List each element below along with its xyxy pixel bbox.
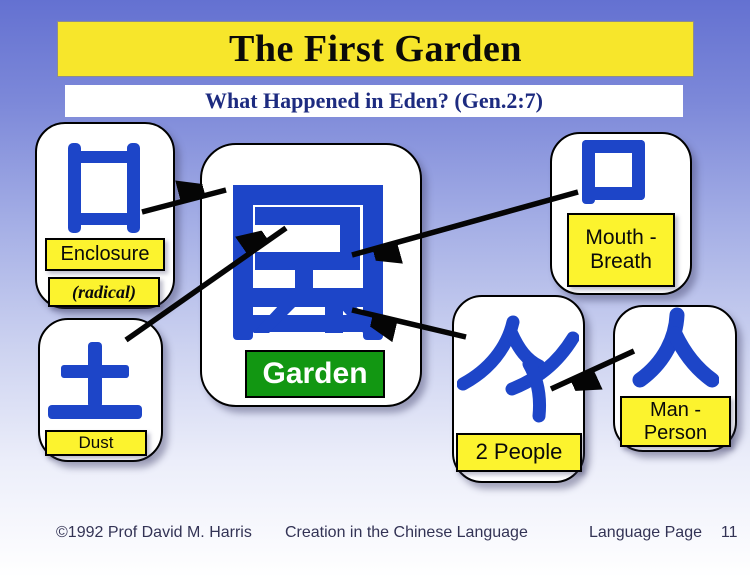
enclosure-radical-label: (radical) (48, 277, 160, 307)
dust-label: Dust (45, 430, 147, 456)
subtitle-banner: What Happened in Eden? (Gen.2:7) (65, 85, 683, 117)
man-label: Man - Person (620, 396, 731, 447)
footer-page-label: Language Page (589, 524, 702, 541)
man-character (632, 307, 719, 388)
two-people-character (457, 315, 579, 423)
two-people-label: 2 People (456, 433, 582, 472)
slide-title: The First Garden (229, 28, 522, 70)
garden-label: Garden (245, 350, 385, 398)
footer-copyright: ©1992 Prof David M. Harris (56, 524, 252, 541)
mouth-character (582, 140, 645, 204)
footer-page-number: 11 (720, 524, 738, 541)
title-banner: The First Garden (57, 21, 694, 77)
enclosure-character (68, 143, 140, 233)
garden-character (233, 185, 383, 340)
dust-character (48, 342, 142, 419)
footer-page: Language Page 11 (589, 524, 738, 542)
slide-subtitle: What Happened in Eden? (Gen.2:7) (205, 88, 543, 113)
footer-series: Creation in the Chinese Language (285, 524, 528, 541)
enclosure-label: Enclosure (45, 238, 165, 271)
mouth-label: Mouth - Breath (567, 213, 675, 287)
